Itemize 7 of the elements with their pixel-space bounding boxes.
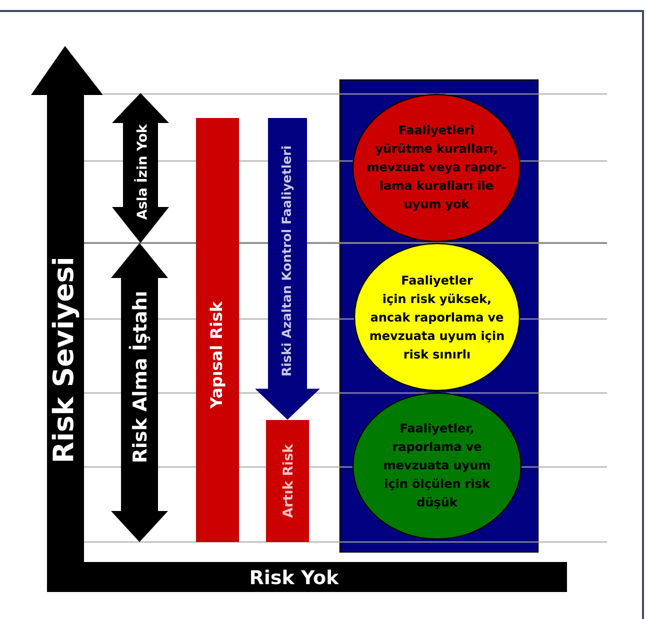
bar: Artık Risk <box>266 420 309 542</box>
arrow-label: Risk Alma İştahı <box>128 292 150 462</box>
edge-label: Riski Azaltan Kontrol Faaliyetleri <box>280 144 295 378</box>
axis-label: Risk Yok <box>251 570 340 584</box>
arrow-label: Asla İzin Yok <box>134 124 147 220</box>
bar: Yapısal Risk <box>196 118 239 542</box>
axis-label: Risk Seviyesi <box>52 259 80 461</box>
